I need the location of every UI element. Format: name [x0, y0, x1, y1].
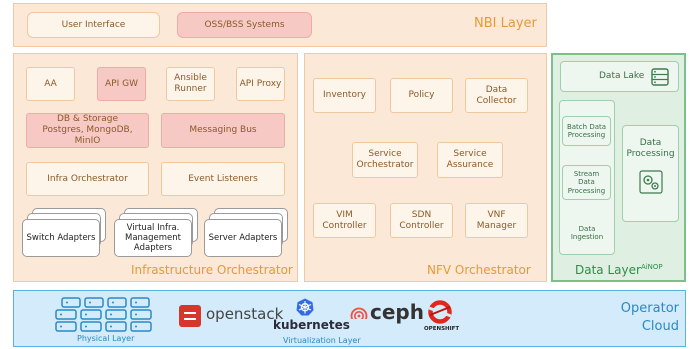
- ansible-runner-box[interactable]: Ansible Runner: [166, 67, 215, 101]
- api-proxy-box[interactable]: API Proxy: [236, 67, 285, 101]
- virtual-infra-adapters-stack[interactable]: Virtual Infra. Management Adapters: [114, 208, 200, 260]
- server-adapters-box: Server Adapters: [204, 219, 282, 257]
- switch-adapters-stack[interactable]: Switch Adapters: [22, 208, 108, 260]
- ceph-icon: [350, 307, 368, 325]
- kubernetes-icon: [296, 298, 314, 316]
- nfv-orchestrator-title: NFV Orchestrator: [427, 263, 531, 277]
- operator-cloud-title-line2: Cloud: [641, 318, 679, 334]
- data-lake-box[interactable]: Data Lake: [560, 61, 679, 92]
- policy-box[interactable]: Policy: [390, 78, 453, 113]
- data-layer-title-text: Data Layer: [575, 263, 641, 277]
- ceph-logo-text: ceph: [370, 300, 424, 324]
- data-lake-label: Data Lake: [599, 71, 645, 82]
- operator-cloud-title-line1: Operator: [620, 301, 679, 316]
- server-adapters-stack[interactable]: Server Adapters: [204, 208, 290, 260]
- kubernetes-logo-text: kubernetes: [273, 318, 350, 332]
- sdn-controller-box[interactable]: SDN Controller: [390, 203, 453, 238]
- event-listeners-box[interactable]: Event Listeners: [161, 162, 285, 196]
- openstack-icon: [179, 305, 201, 327]
- nbi-layer-title: NBI Layer: [474, 16, 537, 31]
- service-orchestrator-box[interactable]: Service Orchestrator: [352, 142, 418, 178]
- data-processing-label: Data Processing: [626, 138, 675, 160]
- data-collector-box[interactable]: Data Collector: [465, 78, 528, 113]
- user-interface-box[interactable]: User Interface: [27, 12, 160, 38]
- database-icon: [651, 68, 669, 86]
- switch-adapters-box: Switch Adapters: [22, 219, 100, 257]
- virtual-infra-adapters-box: Virtual Infra. Management Adapters: [114, 219, 192, 257]
- aa-box[interactable]: AA: [26, 67, 75, 101]
- vnf-manager-box[interactable]: VNF Manager: [465, 203, 528, 238]
- service-assurance-box[interactable]: Service Assurance: [437, 142, 503, 178]
- data-layer-title-sup: AiNOP: [640, 263, 663, 271]
- oss-bss-systems-box[interactable]: OSS/BSS Systems: [177, 12, 312, 38]
- data-layer-title: Data LayerAiNOP: [575, 263, 663, 277]
- data-processing-box[interactable]: Data Processing: [622, 125, 679, 222]
- openshift-logo-text: OPENSHIFT: [424, 326, 460, 332]
- messaging-bus-box[interactable]: Messaging Bus: [161, 113, 285, 148]
- data-ingestion-label: Data Ingestion: [570, 225, 604, 242]
- batch-data-processing-box[interactable]: Batch Data Processing: [562, 116, 611, 146]
- virtualization-layer-label: Virtualization Layer: [283, 336, 361, 345]
- physical-layer-label: Physical Layer: [77, 334, 135, 343]
- inventory-box[interactable]: Inventory: [313, 78, 376, 113]
- api-gw-box[interactable]: API GW: [97, 67, 146, 101]
- infrastructure-orchestrator-title: Infrastructure Orchestrator: [131, 263, 293, 277]
- stream-data-processing-box[interactable]: Stream Data Processing: [562, 165, 611, 200]
- infra-orchestrator-box[interactable]: Infra Orchestrator: [26, 162, 149, 196]
- vim-controller-box[interactable]: VIM Controller: [313, 203, 376, 238]
- openshift-icon: [428, 300, 452, 324]
- openstack-logo-text: openstack: [206, 305, 284, 323]
- gears-icon: [639, 170, 663, 194]
- db-storage-box[interactable]: DB & Storage Postgres, MongoDB, MinIO: [26, 113, 149, 148]
- servers-icon: [55, 297, 152, 332]
- operator-cloud-title: Operator Cloud: [609, 300, 679, 335]
